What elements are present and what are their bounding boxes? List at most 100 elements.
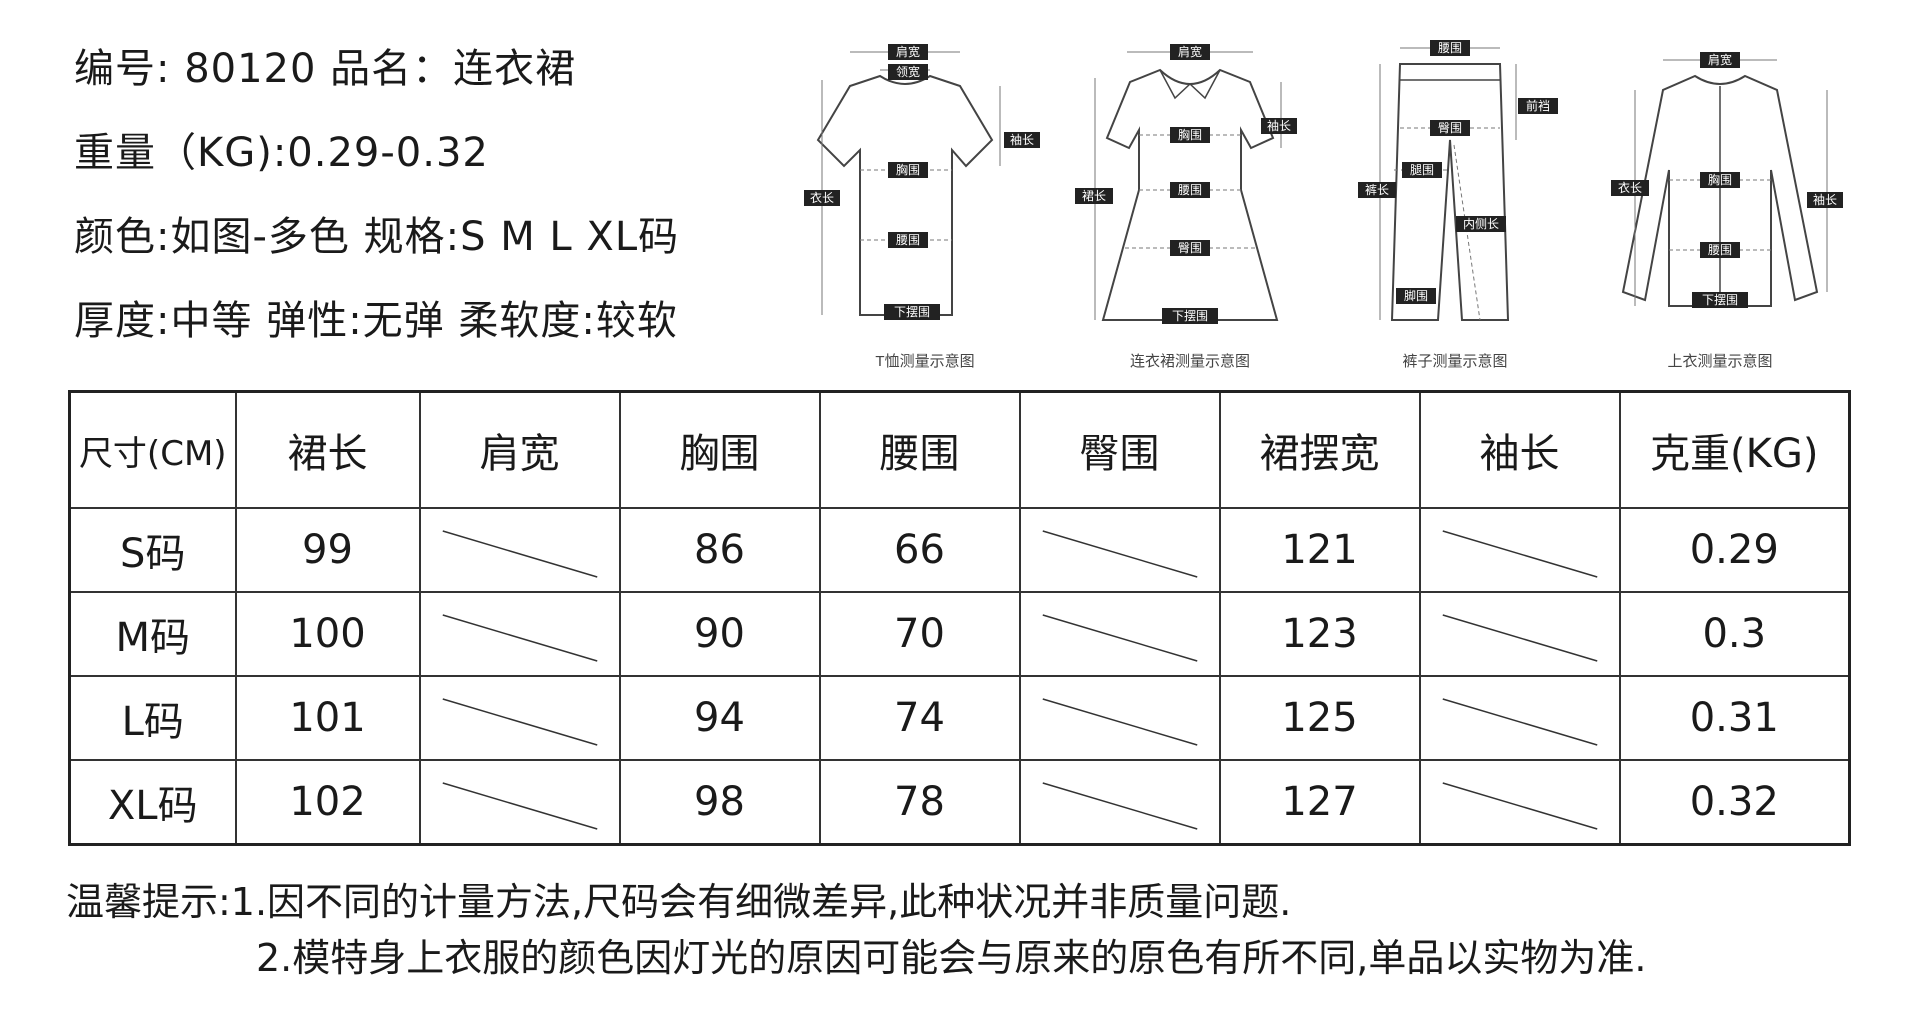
pants-diagram: 腰围 臀围 腿围 裤长 前裆 内侧长 脚围 裤子测量示意图 (1330, 20, 1580, 380)
value-cell: 0.32 (1618, 759, 1851, 846)
shirt-label-sleeve: 袖长 (1813, 192, 1837, 207)
value-cell: 78 (818, 759, 1021, 846)
value-cell: 123 (1218, 591, 1421, 677)
slash-icon (442, 698, 597, 746)
tshirt-label-waist: 腰围 (896, 233, 920, 247)
value-cell: 100 (234, 591, 421, 677)
slash-icon (1042, 530, 1197, 578)
size-cell: XL码 (68, 759, 237, 846)
tshirt-label-length: 衣长 (810, 190, 834, 205)
slash-icon (1042, 614, 1197, 662)
pants-label-leg-opening: 脚围 (1404, 288, 1428, 303)
dress-label-shoulder: 肩宽 (1178, 44, 1202, 59)
shirt-label-waist: 腰围 (1708, 243, 1732, 257)
shirt-label-hem: 下摆围 (1702, 293, 1738, 307)
slash-icon (442, 614, 597, 662)
value-cell: 94 (618, 675, 821, 761)
value-cell: 102 (234, 759, 421, 846)
shirt-label-length: 衣长 (1618, 180, 1642, 195)
header-sleeve: 袖长 (1418, 390, 1621, 509)
dress-label-hip: 臀围 (1178, 241, 1202, 255)
slash-icon (1042, 698, 1197, 746)
not-applicable-cell (418, 759, 621, 846)
header-size: 尺寸(CM) (68, 390, 237, 509)
tshirt-label-sleeve: 袖长 (1010, 132, 1034, 147)
dress-label-hem: 下摆围 (1172, 309, 1208, 323)
product-weight: 重量（KG):0.29-0.32 (74, 130, 489, 176)
value-cell: 90 (618, 591, 821, 677)
not-applicable-cell (1418, 507, 1621, 593)
slash-icon (1442, 530, 1597, 578)
value-cell: 101 (234, 675, 421, 761)
dress-label-waist: 腰围 (1178, 183, 1202, 197)
value-cell: 66 (818, 507, 1021, 593)
size-cell: S码 (68, 507, 237, 593)
product-info: 编号: 80120 品名：连衣裙 重量（KG):0.29-0.32 颜色:如图-… (74, 48, 679, 342)
tshirt-label-shoulder: 肩宽 (896, 44, 920, 59)
dress-caption: 连衣裙测量示意图 (1129, 353, 1250, 370)
pants-label-front-rise: 前裆 (1526, 98, 1550, 113)
not-applicable-cell (1418, 759, 1621, 846)
not-applicable-cell (418, 675, 621, 761)
tshirt-caption: T恤测量示意图 (875, 353, 975, 370)
value-cell: 86 (618, 507, 821, 593)
slash-icon (1442, 614, 1597, 662)
header-hip: 臀围 (1018, 390, 1221, 509)
table-header-row: 尺寸(CM) 裙长 肩宽 胸围 腰围 臀围 裙摆宽 袖长 克重(KG) (68, 390, 1851, 509)
table-row: XL码 102 98 78 127 0.32 (68, 759, 1851, 846)
header-chest: 胸围 (618, 390, 821, 509)
slash-icon (1442, 782, 1597, 830)
dress-label-chest: 胸围 (1178, 127, 1202, 142)
shirt-label-shoulder: 肩宽 (1708, 52, 1732, 67)
tshirt-label-chest: 胸围 (896, 162, 920, 177)
shirt-diagram: 肩宽 胸围 腰围 下摆围 衣长 袖长 上衣测量示意图 (1595, 20, 1845, 380)
note-2: 2.模特身上衣服的颜色因灯光的原因可能会与原来的原色有所不同,单品以实物为准. (256, 936, 1647, 980)
slash-icon (1442, 698, 1597, 746)
not-applicable-cell (1018, 675, 1221, 761)
pants-illustration-icon: 腰围 臀围 腿围 裤长 前裆 内侧长 脚围 (1358, 40, 1558, 321)
size-cell: L码 (68, 675, 237, 761)
header-hem-width: 裙摆宽 (1218, 390, 1421, 509)
value-cell: 127 (1218, 759, 1421, 846)
pants-label-inseam: 内侧长 (1463, 217, 1499, 231)
table-row: M码 100 90 70 123 0.3 (68, 591, 1851, 677)
header-shoulder: 肩宽 (418, 390, 621, 509)
not-applicable-cell (1418, 591, 1621, 677)
header-dress-length: 裙长 (234, 390, 421, 509)
shirt-illustration-icon: 肩宽 胸围 腰围 下摆围 衣长 袖长 (1611, 52, 1843, 308)
dress-label-sleeve: 袖长 (1267, 118, 1291, 133)
table-row: S码 99 86 66 121 0.29 (68, 507, 1851, 593)
not-applicable-cell (418, 591, 621, 677)
header-waist: 腰围 (818, 390, 1021, 509)
value-cell: 0.29 (1618, 507, 1851, 593)
tshirt-label-neck: 领宽 (896, 64, 920, 79)
tshirt-illustration-icon: 肩宽 领宽 胸围 腰围 下摆围 衣长 袖长 (804, 44, 1040, 320)
value-cell: 98 (618, 759, 821, 846)
not-applicable-cell (1418, 675, 1621, 761)
size-table: 尺寸(CM) 裙长 肩宽 胸围 腰围 臀围 裙摆宽 袖长 克重(KG) S码 9… (68, 390, 1851, 846)
tshirt-label-hem: 下摆围 (894, 305, 930, 319)
dress-label-length: 裙长 (1082, 189, 1106, 203)
table-row: L码 101 94 74 125 0.31 (68, 675, 1851, 761)
not-applicable-cell (418, 507, 621, 593)
header-weight: 克重(KG) (1618, 390, 1851, 509)
dress-diagram: 肩宽 胸围 腰围 臀围 下摆围 裙长 袖长 连衣裙测量示意图 (1065, 20, 1315, 380)
value-cell: 0.31 (1618, 675, 1851, 761)
not-applicable-cell (1018, 759, 1221, 846)
value-cell: 99 (234, 507, 421, 593)
value-cell: 70 (818, 591, 1021, 677)
tshirt-diagram: 肩宽 领宽 胸围 腰围 下摆围 衣长 袖长 T恤测量示意图 (800, 20, 1050, 380)
size-cell: M码 (68, 591, 237, 677)
slash-icon (1042, 782, 1197, 830)
slash-icon (442, 530, 597, 578)
product-id-name: 编号: 80120 品名：连衣裙 (74, 46, 577, 92)
value-cell: 74 (818, 675, 1021, 761)
pants-caption: 裤子测量示意图 (1402, 353, 1508, 370)
dress-illustration-icon: 肩宽 胸围 腰围 臀围 下摆围 裙长 袖长 (1075, 44, 1297, 324)
shirt-label-chest: 胸围 (1708, 172, 1732, 187)
pants-label-thigh: 腿围 (1410, 163, 1434, 177)
product-color-size: 颜色:如图-多色 规格:S M L XL码 (74, 214, 680, 260)
pants-label-hip: 臀围 (1438, 121, 1462, 135)
shirt-caption: 上衣测量示意图 (1667, 353, 1773, 370)
note-1: 温馨提示:1.因不同的计量方法,尺码会有细微差异,此种状况并非质量问题. (66, 880, 1292, 924)
